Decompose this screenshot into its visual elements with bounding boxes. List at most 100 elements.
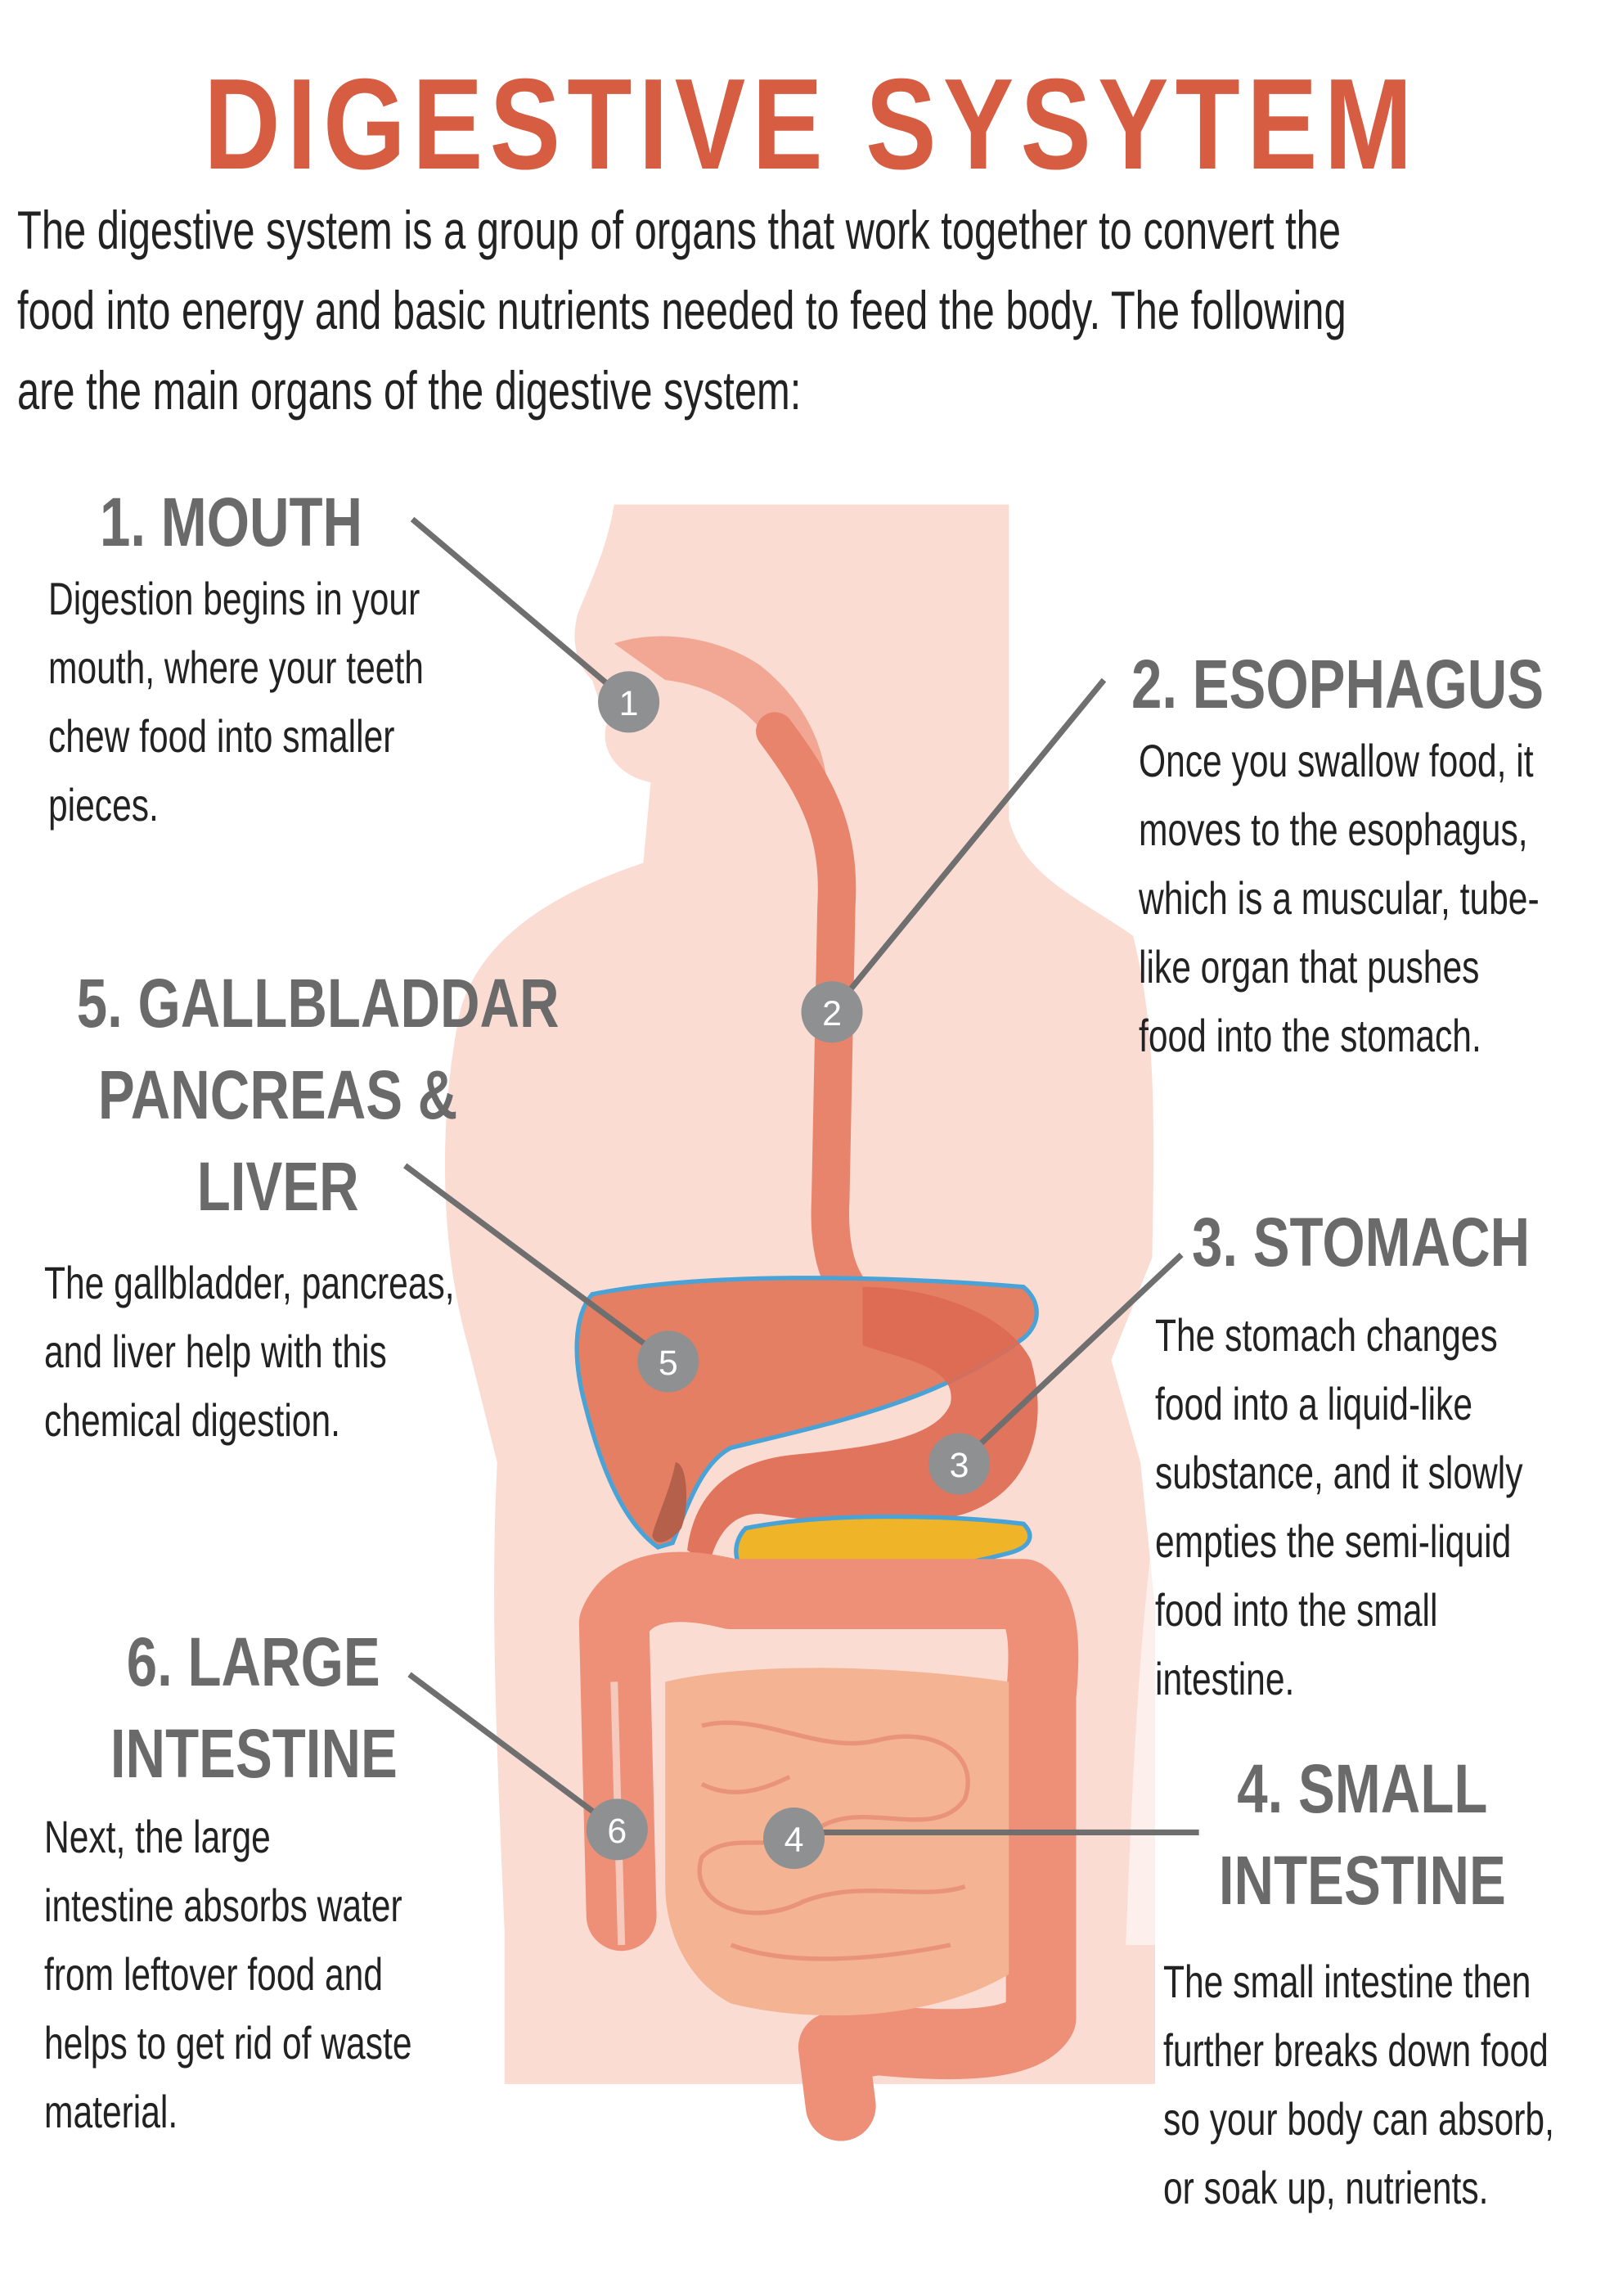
text-line-row: Digestion begins in your — [48, 565, 542, 633]
heading-line: INTESTINE — [16, 1708, 491, 1799]
marker-3: 3 — [928, 1433, 991, 1495]
heading-stomach: 3. STOMACH — [1192, 1196, 1615, 1288]
text-line: Digestion begins in your — [48, 573, 420, 624]
heading-large-intestine: 6. LARGE INTESTINE — [16, 1616, 491, 1799]
intro-paragraph: The digestive system is a group of organ… — [17, 190, 1623, 430]
text-line: moves to the esophagus, — [1139, 804, 1528, 855]
description-stomach: The stomach changes food into a liquid-l… — [1155, 1301, 1623, 1713]
text-line-row: which is a muscular, tube- — [1139, 864, 1623, 933]
text-line: 2. ESOPHAGUS — [1131, 646, 1544, 723]
marker-1: 1 — [598, 671, 660, 733]
text-line: food into the small — [1155, 1584, 1438, 1636]
text-line: material. — [44, 2086, 178, 2137]
text-line: food into a liquid-like — [1155, 1378, 1473, 1429]
heading-line: 5. GALLBLADDAR — [16, 957, 560, 1049]
text-line-row: The small intestine then — [1163, 1947, 1623, 2016]
heading-line: INTESTINE — [1137, 1835, 1587, 1926]
marker-5: 5 — [637, 1330, 699, 1393]
text-line: The digestive system is a group of organ… — [17, 200, 1341, 260]
leader-line-stomach — [957, 1252, 1184, 1466]
text-line: Once you swallow food, it — [1139, 735, 1534, 786]
text-line: Next, the large — [44, 1811, 271, 1862]
heading-line: 4. SMALL — [1137, 1743, 1587, 1835]
text-line-row: food into the small — [1155, 1576, 1623, 1645]
text-line: 1 — [619, 684, 639, 723]
text-line: 3. STOMACH — [1192, 1204, 1531, 1281]
text-line-row: helps to get rid of waste — [44, 2009, 528, 2078]
text-line-row: chew food into smaller — [48, 702, 542, 771]
heading-esophagus: 2. ESOPHAGUS — [1131, 638, 1623, 730]
marker-4: 4 — [763, 1808, 825, 1870]
text-line-row: The stomach changes — [1155, 1301, 1623, 1370]
leader-line-gallbladder — [403, 1163, 670, 1364]
text-line-row: intestine. — [1155, 1645, 1623, 1713]
text-line-row: are the main organs of the digestive sys… — [17, 350, 1623, 430]
text-line: 4. SMALL — [1236, 1750, 1488, 1827]
text-line-row: The gallbladder, pancreas, — [44, 1249, 584, 1317]
text-line: like organ that pushes — [1139, 941, 1480, 993]
text-line-row: from leftover food and — [44, 1940, 528, 2009]
description-gallbladder: The gallbladder, pancreas, and liver hel… — [44, 1249, 584, 1455]
text-line-row: material. — [44, 2078, 528, 2146]
text-line: empties the semi-liquid — [1155, 1515, 1512, 1567]
heading-line: 6. LARGE — [16, 1616, 491, 1708]
description-large-intestine: Next, the large intestine absorbs water … — [44, 1803, 528, 2146]
text-line: 5 — [659, 1344, 678, 1383]
text-line-row: substance, and it slowly — [1155, 1438, 1623, 1507]
oral-cavity — [614, 636, 826, 783]
text-line-row: food into energy and basic nutrients nee… — [17, 270, 1623, 350]
text-line: food into energy and basic nutrients nee… — [17, 280, 1347, 340]
text-line-row: food into a liquid-like — [1155, 1370, 1623, 1438]
text-line: 6 — [607, 1812, 627, 1851]
text-line-row: or soak up, nutrients. — [1163, 2154, 1623, 2222]
marker-2: 2 — [801, 981, 863, 1043]
text-line: The stomach changes — [1155, 1309, 1498, 1361]
text-line-row: food into the stomach. — [1139, 1002, 1623, 1070]
arm-gap-left — [438, 1462, 497, 1946]
heading-line: LIVER — [16, 1141, 540, 1232]
text-line: 4 — [785, 1821, 804, 1860]
large-intestine — [578, 1551, 1079, 2141]
description-esophagus: Once you swallow food, it moves to the e… — [1139, 727, 1623, 1070]
text-line: so your body can absorb, — [1163, 2093, 1554, 2145]
text-line: 1. MOUTH — [100, 484, 363, 560]
text-line-row: Next, the large — [44, 1803, 528, 1871]
text-line: food into the stomach. — [1139, 1010, 1481, 1061]
text-line: substance, and it slowly — [1155, 1447, 1523, 1498]
heading-line: PANCREAS & — [16, 1049, 540, 1141]
text-line-row: pieces. — [48, 771, 542, 840]
text-line-row: and liver help with this — [44, 1317, 584, 1386]
text-line: INTESTINE — [110, 1715, 398, 1792]
text-line: DIGESTIVE SYSYTEM — [204, 52, 1419, 196]
text-line: The small intestine then — [1163, 1956, 1531, 2007]
text-line: PANCREAS & — [98, 1056, 458, 1133]
text-line-row: The digestive system is a group of organ… — [17, 190, 1623, 270]
text-line: further breaks down food — [1163, 2024, 1549, 2076]
heading-mouth: 1. MOUTH — [100, 476, 428, 568]
marker-6: 6 — [586, 1799, 648, 1861]
gallbladder — [652, 1462, 687, 1542]
text-line-row: empties the semi-liquid — [1155, 1507, 1623, 1576]
text-line: intestine. — [1155, 1653, 1295, 1704]
text-line-row: further breaks down food — [1163, 2016, 1623, 2085]
text-line: helps to get rid of waste — [44, 2017, 412, 2069]
leader-line-large-intestine — [407, 1672, 619, 1832]
text-line-row: Once you swallow food, it — [1139, 727, 1623, 795]
text-line-row: mouth, where your teeth — [48, 633, 542, 702]
text-line-row: moves to the esophagus, — [1139, 795, 1623, 864]
text-line: 5. GALLBLADDAR — [76, 965, 560, 1042]
text-line: 3 — [950, 1446, 969, 1485]
text-line: intestine absorbs water — [44, 1880, 402, 1931]
heading-gallbladder: 5. GALLBLADDAR PANCREAS & LIVER — [16, 957, 560, 1232]
text-line: pieces. — [48, 779, 159, 831]
heading-small-intestine: 4. SMALL INTESTINE — [1137, 1743, 1587, 1926]
text-line: 2 — [822, 994, 842, 1033]
description-mouth: Digestion begins in your mouth, where yo… — [48, 565, 542, 840]
text-line-row: so your body can absorb, — [1163, 2085, 1623, 2154]
leader-line-mouth — [410, 516, 631, 705]
text-line: and liver help with this — [44, 1326, 387, 1377]
text-line: mouth, where your teeth — [48, 642, 424, 693]
text-line: LIVER — [197, 1148, 359, 1225]
description-small-intestine: The small intestine then further breaks … — [1163, 1947, 1623, 2222]
